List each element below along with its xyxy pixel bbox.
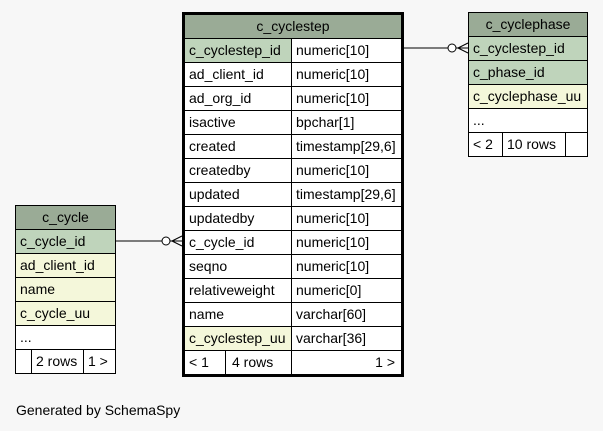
- more-columns: ...: [14, 325, 117, 350]
- column-type: numeric[0]: [291, 278, 403, 303]
- table-c-cycle[interactable]: c_cycle c_cycle_id ad_client_id name c_c…: [14, 205, 117, 374]
- table-c-cyclephase[interactable]: c_cyclephase c_cyclestep_id c_phase_id c…: [468, 12, 588, 157]
- column-type: varchar[36]: [291, 326, 403, 351]
- column-name: updated: [183, 182, 292, 207]
- column-name: updatedby: [183, 206, 292, 231]
- parents-link: [15, 349, 32, 374]
- column-type: timestamp[29,6]: [291, 182, 403, 207]
- column-type: numeric[10]: [291, 254, 403, 279]
- column-name: c_cycle_uu: [14, 301, 117, 326]
- column-name: ad_client_id: [14, 253, 117, 278]
- optional-marker: [447, 43, 457, 53]
- column-name: ad_org_id: [183, 86, 292, 111]
- column-type: numeric[10]: [291, 158, 403, 183]
- table-footer: < 1 4 rows 1 >: [183, 350, 403, 376]
- column-name: seqno: [183, 254, 292, 279]
- column-name: c_cycle_id: [183, 230, 292, 255]
- column-name: name: [183, 302, 292, 327]
- table-title[interactable]: c_cyclephase: [468, 12, 588, 37]
- row-count: 10 rows: [502, 132, 566, 157]
- children-link[interactable]: 1 >: [291, 350, 403, 376]
- children-link[interactable]: 1 >: [82, 349, 117, 374]
- column-type: numeric[10]: [291, 206, 403, 231]
- table-footer: 2 rows 1 >: [15, 349, 117, 374]
- children-link: [565, 132, 588, 157]
- column-type: numeric[10]: [291, 38, 403, 63]
- column-name: c_cyclestep_id: [468, 36, 588, 61]
- table-footer: < 2 10 rows: [468, 132, 588, 157]
- column-type: bpchar[1]: [291, 110, 403, 135]
- parents-link[interactable]: < 1: [185, 351, 226, 374]
- column-type: numeric[10]: [291, 86, 403, 111]
- column-name: c_cycle_id: [14, 229, 117, 254]
- column-type: varchar[60]: [291, 302, 403, 327]
- column-name: name: [14, 277, 117, 302]
- column-name: relativeweight: [183, 278, 292, 303]
- column-name: isactive: [183, 110, 292, 135]
- crowfoot-marker: [171, 235, 183, 242]
- optional-marker: [161, 236, 171, 246]
- column-name: createdby: [183, 158, 292, 183]
- row-count: 4 rows: [232, 354, 274, 370]
- column-type: timestamp[29,6]: [291, 134, 403, 159]
- table-title[interactable]: c_cyclestep: [183, 13, 403, 39]
- row-count: 2 rows: [31, 349, 84, 374]
- table-title[interactable]: c_cycle: [14, 205, 117, 230]
- column-name: c_phase_id: [468, 60, 588, 85]
- column-type: numeric[10]: [291, 230, 403, 255]
- more-columns: ...: [468, 108, 588, 133]
- parents-link[interactable]: < 2: [468, 132, 503, 157]
- column-name: c_cyclephase_uu: [468, 84, 588, 109]
- crowfoot-marker: [457, 42, 469, 49]
- column-name: ad_client_id: [183, 62, 292, 87]
- column-type: numeric[10]: [291, 62, 403, 87]
- generated-by-label: Generated by SchemaSpy: [16, 402, 181, 418]
- column-name: created: [183, 134, 292, 159]
- column-name: c_cyclestep_id: [183, 38, 292, 63]
- column-name: c_cyclestep_uu: [183, 326, 292, 351]
